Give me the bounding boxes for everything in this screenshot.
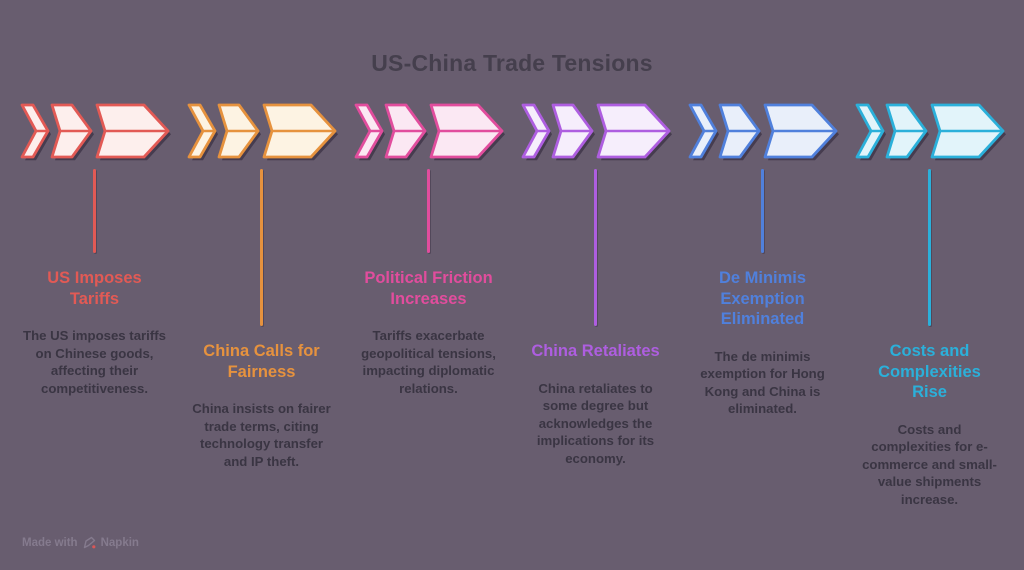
stage-title: US Imposes Tariffs [47,269,142,308]
stage-title: Costs and Complexities Rise [878,342,981,401]
stage-column-us-imposes-tariffs: US Imposes Tariffs The US imposes tariff… [11,101,178,508]
stage-column-china-retaliates: China Retaliates China retaliates to som… [512,101,679,508]
triple-chevron-arrow-icon [187,103,338,161]
triple-chevron-arrow-icon [521,103,672,161]
connector-line [427,169,430,253]
triple-chevron-arrow-icon [855,103,1006,161]
connector-line [260,169,263,326]
triple-chevron-arrow-icon [688,103,839,161]
stage-title: China Calls for Fairness [203,342,320,381]
connector-line [93,169,96,253]
made-with-label: Made with [22,536,78,549]
stage-description: The US imposes tariffs on Chinese goods,… [23,328,166,396]
triple-chevron-arrow-icon [354,103,505,161]
stage-description: The de minimis exemption for Hong Kong a… [700,348,825,417]
napkin-credit-link[interactable]: Made with Napkin [22,536,139,549]
stage-title: China Retaliates [531,342,660,360]
napkin-pen-icon [83,536,95,549]
stage-column-china-calls-for-fairness: China Calls for Fairness China insists o… [178,101,345,508]
diagram-title: US-China Trade Tensions [371,50,653,76]
stage-description: China retaliates to some degree but ackn… [536,380,655,466]
stage-column-costs-and-complexities-rise: Costs and Complexities Rise Costs and co… [846,101,1013,508]
connector-line [928,169,931,326]
stages-row: US Imposes Tariffs The US imposes tariff… [11,101,1013,508]
connector-line [594,169,597,326]
triple-chevron-arrow-icon [20,103,171,161]
stage-title: De Minimis Exemption Eliminated [718,269,807,328]
stage-column-de-minimis-exemption-eliminated: De Minimis Exemption Eliminated The de m… [679,101,846,508]
stage-description: China insists on fairer trade terms, cit… [192,401,331,469]
stage-description: Tariffs exacerbate geopolitical tensions… [361,328,496,396]
stage-title: Political Friction Increases [364,269,493,308]
stage-column-political-friction-increases: Political Friction Increases Tariffs exa… [345,101,512,508]
brand-label: Napkin [100,536,139,549]
stage-description: Costs and complexities for e-commerce an… [862,421,997,507]
connector-line [761,169,764,253]
